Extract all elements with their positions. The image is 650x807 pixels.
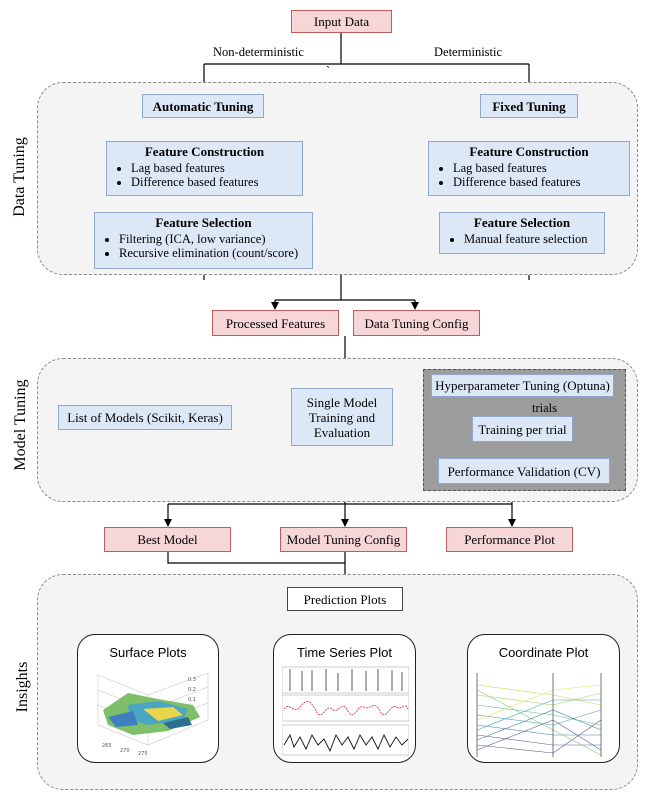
- svg-text:0.3: 0.3: [188, 677, 196, 683]
- time-series-card: Time Series Plot: [273, 634, 416, 763]
- performance-validation-box: Performance Validation (CV): [438, 458, 610, 484]
- coordinate-plot-card: Coordinate Plot: [467, 634, 620, 763]
- list-of-models-box: List of Models (Scikit, Keras): [58, 405, 232, 430]
- fixed-construction-item: Difference based features: [453, 175, 621, 189]
- fixed-tuning-box: Fixed Tuning: [480, 94, 578, 118]
- insights-label: Insights: [14, 661, 31, 713]
- automatic-tuning-box: Automatic Tuning: [142, 94, 264, 118]
- coordinate-plot-title: Coordinate Plot: [498, 645, 589, 660]
- surface-plots-card: Surface Plots 265 270 275 0.3 0.2 0.1: [77, 634, 219, 763]
- time-series-thumbnail: [282, 666, 409, 756]
- time-series-title: Time Series Plot: [297, 645, 392, 660]
- auto-selection-item: Filtering (ICA, low variance): [119, 232, 304, 246]
- surface-plot-thumbnail: 265 270 275 0.3 0.2 0.1: [97, 672, 209, 757]
- fixed-selection-title: Feature Selection: [473, 215, 571, 230]
- input-data-box: Input Data: [291, 10, 392, 33]
- model-tuning-label: Model Tuning: [12, 379, 29, 471]
- hyperparameter-tuning-box: Hyperparameter Tuning (Optuna): [431, 374, 614, 397]
- svg-text:265: 265: [102, 743, 112, 749]
- single-model-training-box: Single Model Training and Evaluation: [291, 388, 393, 446]
- fixed-feature-construction-box: Feature Construction Lag based features …: [428, 141, 630, 196]
- best-model-box: Best Model: [104, 527, 231, 552]
- auto-feature-selection-box: Feature Selection Filtering (ICA, low va…: [94, 212, 313, 269]
- branch-label-deterministic: Deterministic: [434, 45, 503, 59]
- prediction-plots-box: Prediction Plots: [287, 587, 403, 611]
- fixed-selection-item: Manual feature selection: [464, 232, 596, 246]
- fixed-feature-selection-box: Feature Selection Manual feature selecti…: [439, 212, 605, 254]
- trials-label: trials: [532, 401, 557, 415]
- svg-text:0.2: 0.2: [188, 687, 196, 693]
- auto-feature-construction-box: Feature Construction Lag based features …: [106, 141, 303, 196]
- branch-label-non-deterministic: Non-deterministic: [213, 45, 304, 59]
- fixed-construction-title: Feature Construction: [469, 144, 589, 159]
- svg-text:275: 275: [138, 751, 148, 757]
- auto-construction-item: Difference based features: [131, 175, 294, 189]
- fixed-construction-item: Lag based features: [453, 161, 621, 175]
- surface-plots-title: Surface Plots: [109, 645, 187, 660]
- auto-construction-item: Lag based features: [131, 161, 294, 175]
- data-tuning-config-box: Data Tuning Config: [353, 310, 480, 336]
- processed-features-box: Processed Features: [212, 310, 339, 336]
- model-tuning-config-box: Model Tuning Config: [280, 527, 407, 552]
- svg-text:270: 270: [120, 748, 130, 754]
- coordinate-plot-thumbnail: [476, 673, 602, 757]
- auto-construction-title: Feature Construction: [144, 144, 265, 159]
- data-tuning-label: Data Tuning: [11, 137, 28, 217]
- auto-selection-item: Recursive elimination (count/score): [119, 246, 304, 260]
- svg-text:0.1: 0.1: [188, 697, 196, 703]
- auto-selection-title: Feature Selection: [155, 215, 252, 230]
- performance-plot-box: Performance Plot: [446, 527, 573, 552]
- stray-mark: `: [326, 64, 331, 78]
- training-per-trial-box: Training per trial: [472, 416, 573, 442]
